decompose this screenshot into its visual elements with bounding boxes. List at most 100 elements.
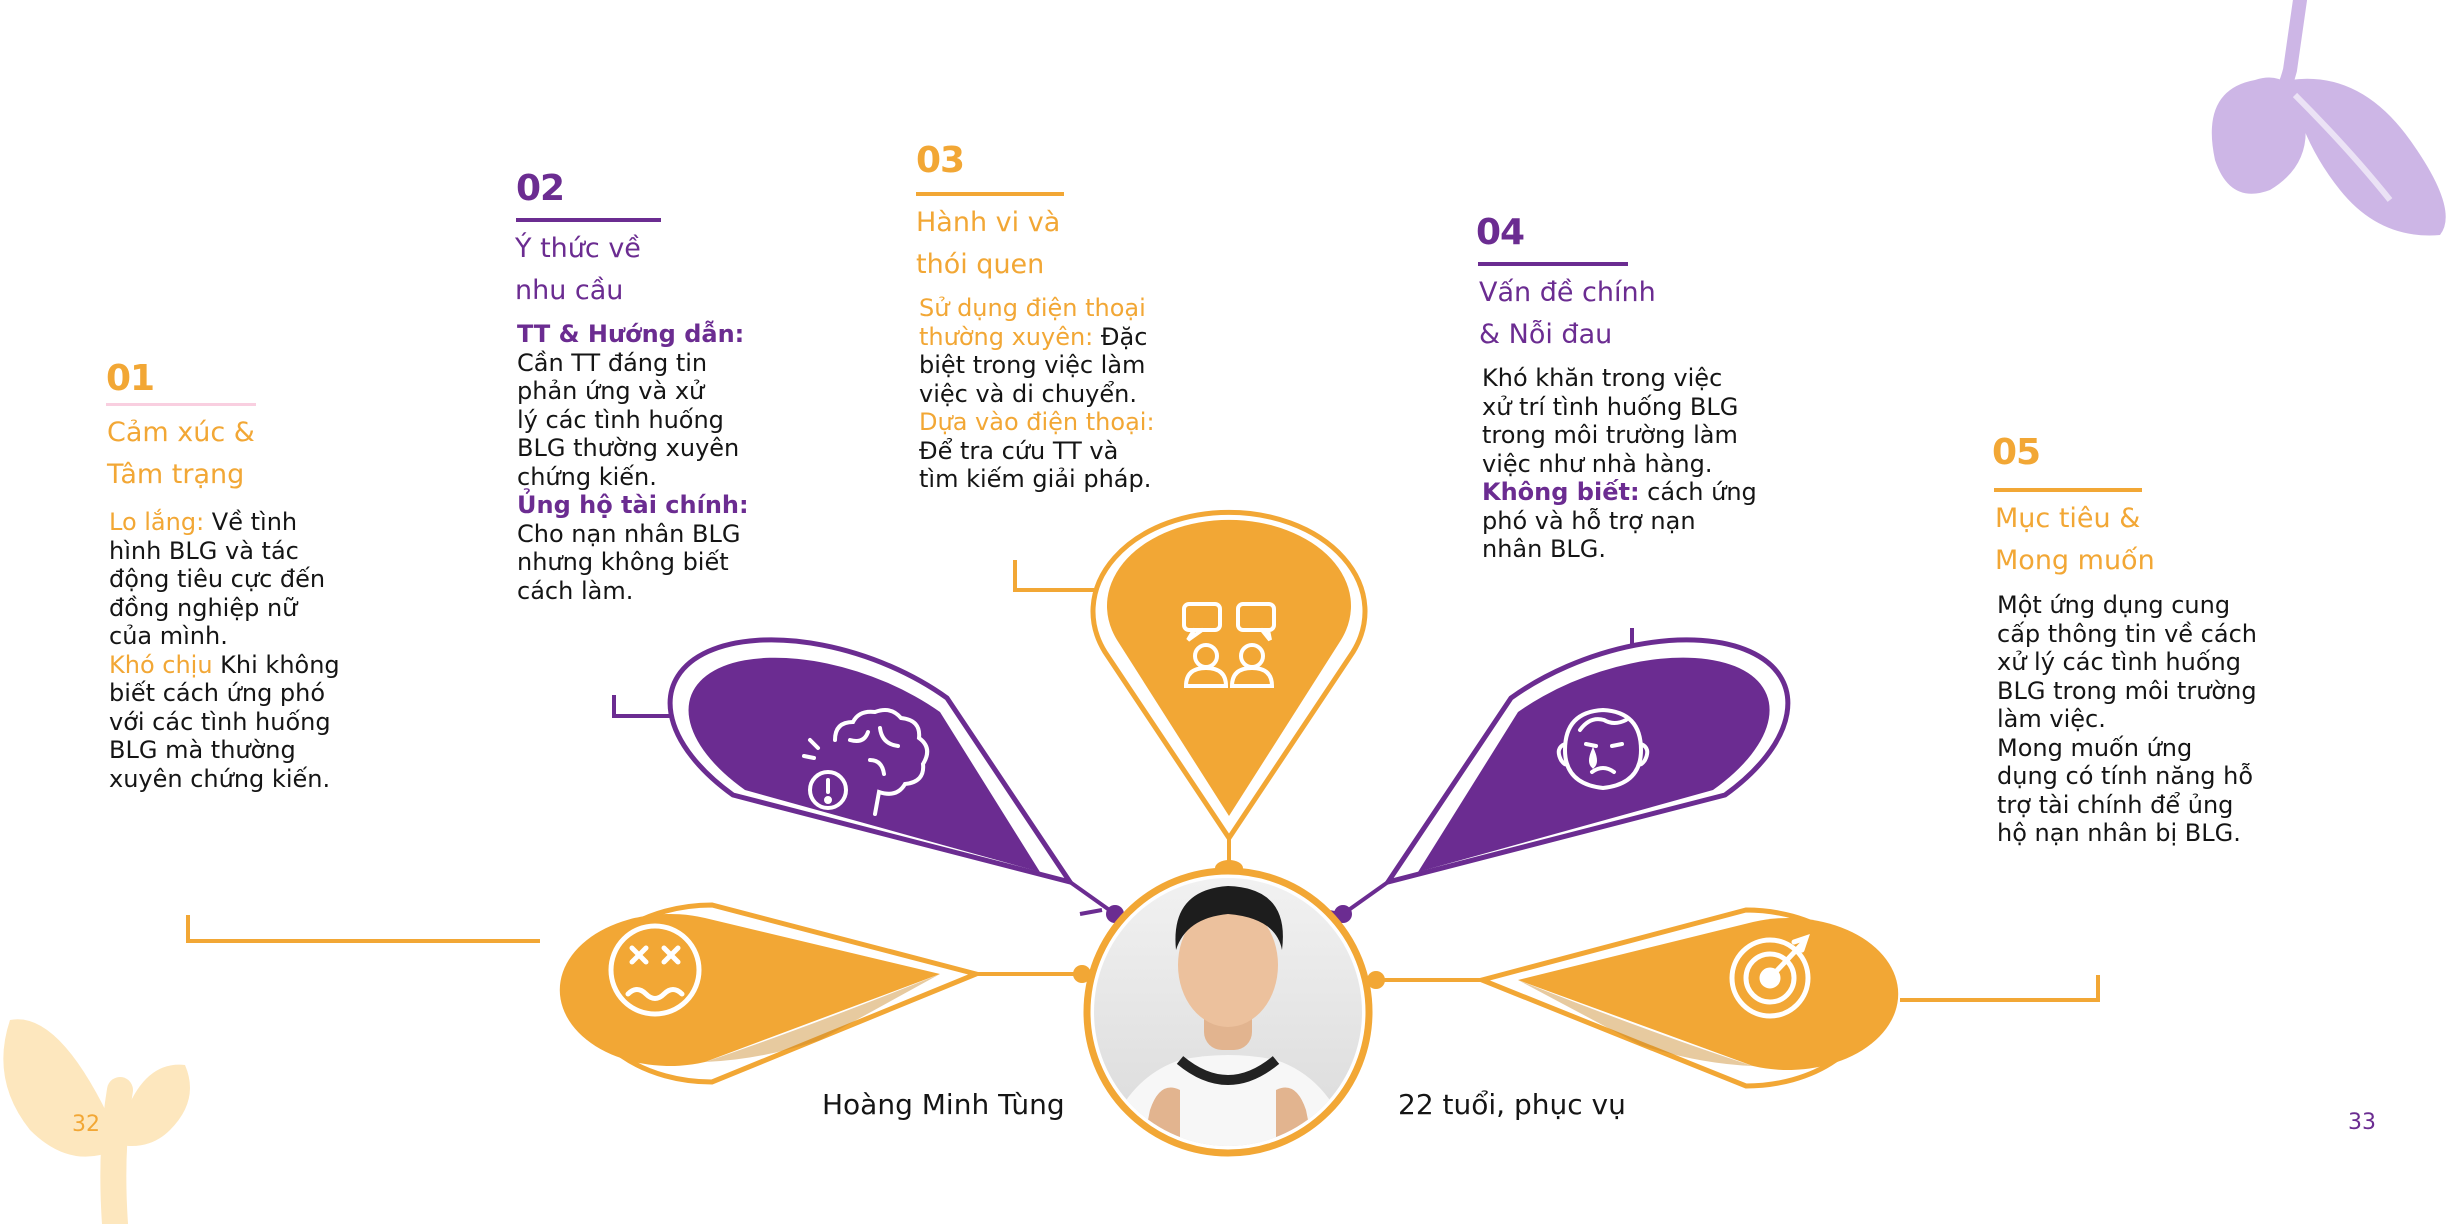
body-line: làm việc. bbox=[1997, 705, 2257, 734]
body-line: nhưng không biết bbox=[517, 548, 749, 577]
section-02-rule bbox=[516, 218, 661, 222]
body-emphasis: Khó chịu bbox=[109, 650, 213, 679]
body-text: BLG thường xuyên bbox=[517, 434, 740, 462]
body-line: trợ tài chính để ủng bbox=[1997, 791, 2257, 820]
body-text: cấp thông tin về cách bbox=[1997, 619, 2257, 648]
avatar bbox=[1083, 867, 1373, 1157]
body-text: Mong muốn ứng bbox=[1997, 733, 2193, 762]
body-text: Cần TT đáng tin bbox=[517, 348, 708, 377]
purple-leaf-decoration bbox=[2211, 0, 2446, 236]
page-number-right: 33 bbox=[2348, 1110, 2376, 1135]
petal-05 bbox=[1367, 907, 1899, 1089]
petal-01 bbox=[559, 902, 1091, 1085]
confused-face-icon bbox=[608, 923, 702, 1017]
brain-alert-icon bbox=[802, 708, 930, 816]
body-line: biệt trong việc làm bbox=[919, 351, 1155, 380]
body-line: việc như nhà hàng. bbox=[1482, 450, 1757, 479]
section-01-heading-line-1: Cảm xúc & bbox=[107, 417, 255, 448]
section-04-rule bbox=[1478, 262, 1628, 266]
body-text: Khi không bbox=[212, 650, 340, 679]
body-line: thường xuyên: Đặc bbox=[919, 323, 1155, 352]
body-text: Khó khăn trong việc bbox=[1482, 364, 1723, 392]
body-line: Khó khăn trong việc bbox=[1482, 364, 1757, 393]
body-line: chứng kiến. bbox=[517, 463, 749, 492]
target-icon bbox=[1729, 934, 1811, 1019]
body-line: BLG mà thường bbox=[109, 736, 340, 765]
body-emphasis: TT & Hướng dẫn: bbox=[517, 320, 745, 348]
body-text: cách làm. bbox=[517, 576, 634, 605]
section-05-heading-line-2: Mong muốn bbox=[1995, 545, 2155, 576]
body-emphasis: Ủng hộ tài chính: bbox=[517, 491, 749, 519]
body-text: trong môi trường làm bbox=[1482, 421, 1738, 449]
section-03-heading-line-1: Hành vi và bbox=[916, 207, 1061, 238]
page-number-left: 32 bbox=[72, 1112, 100, 1137]
body-line: Cho nạn nhân BLG bbox=[517, 520, 749, 549]
body-line: nhân BLG. bbox=[1482, 535, 1757, 564]
section-02-number: 02 bbox=[516, 168, 565, 209]
body-text: cách ứng bbox=[1639, 478, 1757, 506]
body-text: động tiêu cực đến bbox=[109, 565, 326, 593]
body-text: Về tình bbox=[204, 508, 298, 536]
body-line: phản ứng và xử bbox=[517, 377, 749, 406]
body-text: nhân BLG. bbox=[1482, 535, 1607, 563]
body-text: nhưng không biết bbox=[517, 548, 729, 576]
section-05-heading-line-1: Mục tiêu & bbox=[1995, 503, 2141, 534]
body-text: Một ứng dụng cung bbox=[1997, 591, 2231, 619]
body-text: đồng nghiệp nữ bbox=[109, 593, 298, 622]
section-04-heading-line-2: & Nỗi đau bbox=[1479, 319, 1613, 350]
petal-04 bbox=[1334, 637, 1791, 923]
body-text: Cho nạn nhân BLG bbox=[517, 519, 741, 548]
body-text: BLG mà thường bbox=[109, 736, 296, 764]
body-text: chứng kiến. bbox=[517, 462, 657, 491]
section-04-heading-line-1: Vấn đề chính bbox=[1479, 277, 1656, 308]
body-line: BLG trong môi trường bbox=[1997, 677, 2257, 706]
body-line: đồng nghiệp nữ bbox=[109, 594, 340, 623]
body-text: phó và hỗ trợ nạn bbox=[1482, 506, 1696, 535]
body-line: BLG thường xuyên bbox=[517, 434, 749, 463]
body-line: với các tình huống bbox=[109, 708, 340, 737]
body-text: phản ứng và xử bbox=[517, 377, 705, 405]
people-chat-icon bbox=[1182, 602, 1276, 688]
body-line: xử trí tình huống BLG bbox=[1482, 393, 1757, 422]
body-line: Khó chịu Khi không bbox=[109, 651, 340, 680]
body-line: Một ứng dụng cung bbox=[1997, 591, 2257, 620]
body-text: của mình. bbox=[109, 622, 228, 650]
body-text: với các tình huống bbox=[109, 707, 331, 736]
body-line: Cần TT đáng tin bbox=[517, 349, 749, 378]
orange-leaf-decoration bbox=[3, 1019, 190, 1224]
section-01-rule bbox=[106, 403, 256, 406]
section-03-heading-line-2: thói quen bbox=[916, 249, 1045, 280]
body-line: động tiêu cực đến bbox=[109, 565, 340, 594]
body-text: xử lý các tình huống bbox=[1997, 648, 2241, 676]
body-line: trong môi trường làm bbox=[1482, 421, 1757, 450]
body-text: làm việc. bbox=[1997, 705, 2106, 733]
body-emphasis: Lo lắng: bbox=[109, 508, 205, 536]
body-line: Lo lắng: Về tình bbox=[109, 508, 340, 537]
body-line: phó và hỗ trợ nạn bbox=[1482, 507, 1757, 536]
body-emphasis: Dựa vào điện thoại: bbox=[919, 408, 1155, 436]
body-line: Ủng hộ tài chính: bbox=[517, 491, 749, 520]
body-text: lý các tình huống bbox=[517, 405, 724, 434]
body-line: Mong muốn ứng bbox=[1997, 734, 2257, 763]
body-line: xuyên chứng kiến. bbox=[109, 765, 340, 794]
body-line: Dựa vào điện thoại: bbox=[919, 408, 1155, 437]
body-line: Không biết: cách ứng bbox=[1482, 478, 1757, 507]
section-04-number: 04 bbox=[1476, 212, 1525, 253]
body-text: biệt trong việc làm bbox=[919, 351, 1146, 379]
body-emphasis: Sử dụng điện thoại bbox=[919, 294, 1146, 322]
body-text: biết cách ứng phó bbox=[109, 679, 326, 707]
petal-03 bbox=[1090, 509, 1368, 876]
body-emphasis: thường xuyên: bbox=[919, 322, 1094, 351]
body-text: dụng có tính năng hỗ bbox=[1997, 762, 2254, 790]
body-text: tìm kiếm giải pháp. bbox=[919, 465, 1152, 493]
body-line: cách làm. bbox=[517, 577, 749, 606]
body-line: lý các tình huống bbox=[517, 406, 749, 435]
section-03-rule bbox=[916, 192, 1064, 196]
body-text: xử trí tình huống BLG bbox=[1482, 392, 1739, 421]
section-05-rule bbox=[1994, 488, 2142, 492]
